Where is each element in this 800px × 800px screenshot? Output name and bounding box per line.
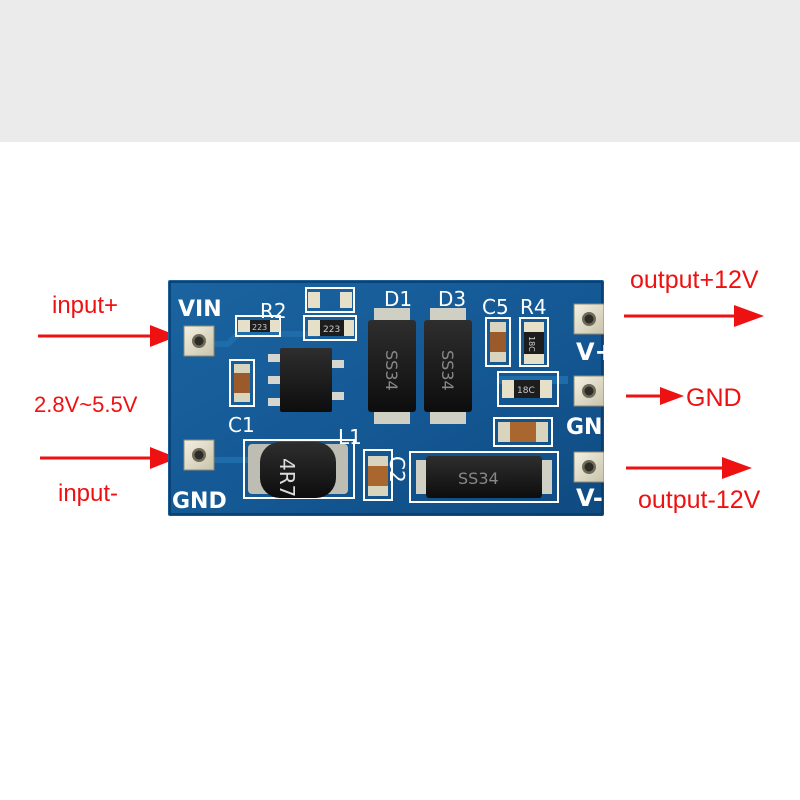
output-minus-label: output-12V — [638, 486, 761, 514]
diode-d1: SS34 — [368, 308, 416, 424]
resistor-gnd-marking: 18C — [517, 386, 535, 396]
inductor-l1: 4R7 — [248, 442, 348, 498]
silk-r4: R4 — [520, 295, 547, 319]
resistor-mid-marking: 223 — [323, 325, 340, 335]
silk-c2: C2 — [385, 456, 409, 483]
silk-vplus: V+ — [576, 338, 604, 366]
output-gnd-arrow — [626, 387, 684, 405]
resistor-r4-marking: 18C — [527, 336, 536, 352]
top-pad-outline — [305, 287, 355, 313]
capacitor-right — [498, 422, 548, 442]
input-plus-label: input+ — [52, 292, 119, 319]
silk-r2: R2 — [260, 299, 287, 323]
resistor-r2: 223 — [238, 320, 280, 332]
regulator-ic — [268, 348, 344, 412]
silk-gnd-right: GND — [566, 415, 604, 440]
diode-d3: SS34 — [424, 308, 472, 424]
output-plus-arrow — [624, 305, 764, 327]
diode-bottom-outline — [409, 451, 559, 503]
output-minus-arrow — [626, 457, 752, 479]
silk-c1: C1 — [228, 413, 255, 437]
resistor-r4: 18C — [524, 322, 544, 364]
silk-vin: VIN — [178, 297, 222, 322]
capacitor-c1 — [234, 364, 250, 402]
vminus-pad — [573, 451, 604, 483]
gnd-resistor-outline — [497, 371, 559, 407]
output-plus-label: output+12V — [630, 266, 759, 294]
silk-c5: C5 — [482, 295, 509, 319]
silk-vminus: V- — [576, 484, 603, 512]
diode3-marking: SS34 — [438, 350, 457, 391]
r4-outline — [519, 317, 549, 367]
resistor-mid: 223 — [308, 320, 354, 336]
top-smd-pads — [308, 292, 352, 308]
pcb-board: VIN GND R2 D1 D3 C5 R4 V+ GND V- C1 L1 C… — [168, 280, 604, 516]
input-minus-arrow — [40, 447, 178, 469]
gnd-pad-right — [573, 375, 604, 407]
silk-d3: D3 — [438, 287, 466, 311]
inductor-marking: 4R7 — [275, 458, 299, 497]
vin-pad — [183, 325, 215, 357]
right-cap-outline — [493, 417, 553, 447]
c2-outline — [363, 449, 393, 501]
silk-gnd-left: GND — [172, 489, 227, 514]
c1-outline — [229, 359, 255, 407]
input-plus-arrow — [38, 325, 178, 347]
vplus-pad — [573, 303, 604, 335]
diode-bottom: SS34 — [416, 456, 552, 498]
capacitor-c2 — [368, 456, 388, 496]
resistor-r2-marking: 223 — [252, 323, 267, 332]
mid-resistor-outline — [303, 315, 357, 341]
diode1-marking: SS34 — [382, 350, 401, 391]
output-gnd-label: GND — [686, 384, 742, 412]
capacitor-c5 — [490, 322, 506, 362]
silk-d1: D1 — [384, 287, 412, 311]
diode-bottom-marking: SS34 — [458, 469, 499, 488]
gnd-pad-left — [183, 439, 215, 471]
input-minus-label: input- — [58, 480, 119, 507]
silk-l1: L1 — [338, 425, 362, 449]
background-band — [0, 0, 800, 142]
c5-outline — [485, 317, 511, 367]
resistor-gnd: 18C — [502, 380, 552, 398]
input-range-label: 2.8V~5.5V — [34, 392, 138, 417]
